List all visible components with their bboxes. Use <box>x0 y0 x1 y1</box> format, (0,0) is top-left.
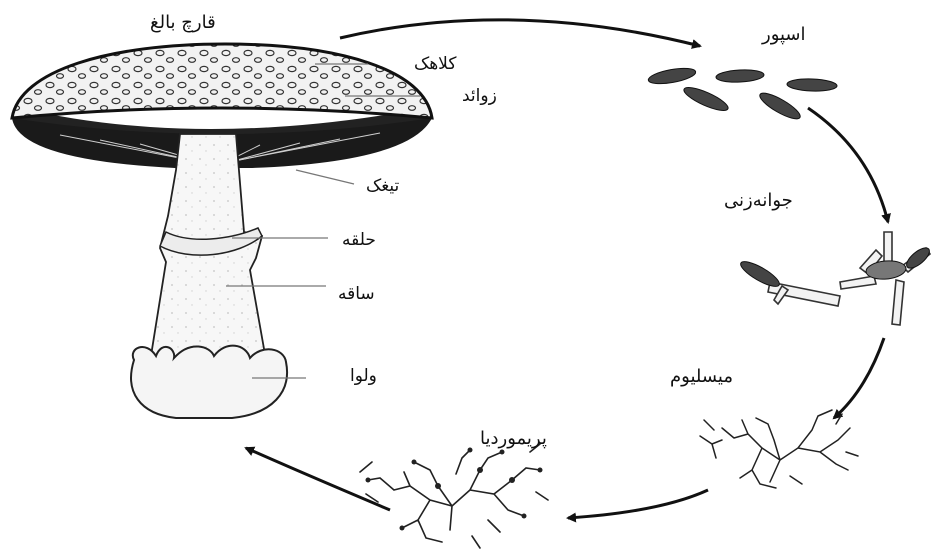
arrow-to-mycelium <box>834 338 884 418</box>
arrow-to-spores <box>340 20 700 46</box>
spore <box>757 89 803 123</box>
label-ring: حلقه <box>342 232 376 249</box>
spores <box>647 65 837 123</box>
mycelium <box>700 410 858 488</box>
arrow-to-primordia <box>568 490 708 518</box>
primordia <box>360 444 548 548</box>
label-mycelium: میسلیوم <box>670 368 733 386</box>
mushroom-volva <box>131 346 287 418</box>
spore <box>787 78 837 92</box>
label-primordia: پریموردیا <box>480 430 547 448</box>
spore <box>647 65 697 86</box>
germinating-spores <box>738 232 933 325</box>
spore <box>681 83 730 114</box>
title-mature-mushroom: قارچ بالغ <box>150 14 216 32</box>
arrow-to-germination <box>808 108 888 222</box>
label-spore: اسپور <box>762 26 806 44</box>
label-germination: جوانه‌زنی <box>724 192 793 210</box>
label-volva: ولوا <box>350 368 377 385</box>
label-appendages: زوائد <box>462 88 497 105</box>
label-gills: تیغک <box>366 178 399 195</box>
mushroom-cap <box>12 44 432 118</box>
label-stalk: ساقه <box>338 286 375 303</box>
label-cap: کلاهک <box>414 56 456 73</box>
spore <box>716 69 765 83</box>
